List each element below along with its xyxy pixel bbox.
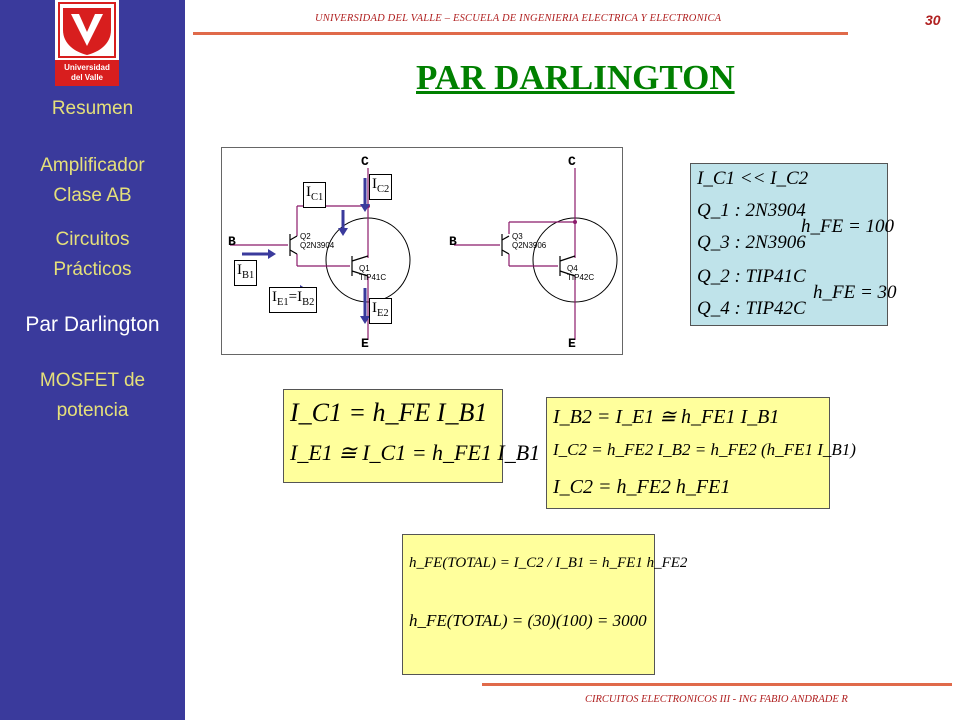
q3-label: Q3 Q2N3906 <box>512 232 546 250</box>
current-chain-box: I_B2 = I_E1 ≅ h_FE1 I_B1 I_C2 = h_FE2 I_… <box>546 397 856 509</box>
nav-item-label: Amplificador <box>40 155 145 176</box>
footer-text: CIRCUITOS ELECTRONICOS III - ING FABIO A… <box>585 694 848 705</box>
ie2-label: IE2 <box>369 298 392 324</box>
nav-item-label: Clase AB <box>53 185 132 206</box>
ic2-label: IC2 <box>369 174 393 200</box>
eq-ic1-ll-ic2: I_C1 << I_C2 <box>697 168 809 189</box>
q3-part: Q2N3906 <box>512 241 547 250</box>
page-number: 30 <box>925 12 941 28</box>
gain-equations-box: I_C1 = h_FE I_B1 I_E1 ≅ I_C1 = h_FE1 I_B… <box>283 389 540 483</box>
footer-rule <box>482 683 952 686</box>
eq-ic2-expanded: I_C2 = h_FE2 I_B2 = h_FE2 (h_FE1 I_B1) <box>553 440 856 459</box>
pnp-base-label: B <box>449 234 457 249</box>
eq-ib2: I_B2 = I_E1 ≅ h_FE1 I_B1 <box>553 406 780 428</box>
nav-item-mosfet-de-potencia[interactable]: MOSFET de potencia <box>0 369 185 423</box>
nav-item-resumen[interactable]: Resumen <box>0 97 185 121</box>
eq-hfe-total-value: h_FE(TOTAL) = (30)(100) = 3000 <box>409 611 647 630</box>
q2-part: Q2N3904 <box>300 241 335 250</box>
header-rule <box>193 32 848 35</box>
ie1-label: IE1=IB2 <box>269 287 318 313</box>
eq-q3: Q_3 : 2N3906 <box>697 232 806 253</box>
q4-part: TIP42C <box>567 273 595 282</box>
nav-item-label: Resumen <box>51 98 134 119</box>
npn-wiring <box>230 168 369 340</box>
pnp-transistors <box>501 234 576 277</box>
eq-ic1: I_C1 = h_FE I_B1 <box>290 398 488 427</box>
ic1-label: IC1 <box>303 182 327 208</box>
npn-collector-label: C <box>361 154 369 169</box>
total-gain-box: h_FE(TOTAL) = I_C2 / I_B1 = h_FE1 h_FE2 … <box>402 534 687 675</box>
q4-ref: Q4 <box>567 264 578 273</box>
nav-item-label: MOSFET de <box>39 370 146 391</box>
logo-text: Universidad del Valle <box>55 60 119 86</box>
eq-ic2: I_C2 = h_FE2 h_FE1 <box>553 476 731 498</box>
nav-item-label: Circuitos <box>55 229 130 250</box>
q4-label: Q4 TIP42C <box>567 264 594 282</box>
pnp-wiring <box>454 168 576 340</box>
header-institution: UNIVERSIDAD DEL VALLE – ESCUELA DE INGEN… <box>315 13 722 24</box>
npn-base-label: B <box>228 234 236 249</box>
university-logo: Universidad del Valle <box>55 0 119 86</box>
nav-item-label: Par Darlington <box>25 313 160 336</box>
q1-label: Q1 TIP41C <box>359 264 386 282</box>
nav-item-par-darlington[interactable]: Par Darlington <box>0 313 185 337</box>
q1-part: TIP41C <box>359 273 387 282</box>
logo-line-2: del Valle <box>70 73 104 82</box>
nav-item-amplificador-clase-ab[interactable]: Amplificador Clase AB <box>0 154 185 208</box>
eq-hfe-30: h_FE = 30 <box>813 282 897 303</box>
npn-emitter-label: E <box>361 336 369 351</box>
eq-q1: Q_1 : 2N3904 <box>697 200 806 221</box>
page-title: PAR DARLINGTON <box>416 58 735 97</box>
logo-line-1: Universidad <box>64 63 110 72</box>
eq-hfe-total-ratio: h_FE(TOTAL) = I_C2 / I_B1 = h_FE1 h_FE2 <box>409 555 688 571</box>
pnp-collector-label: C <box>568 154 576 169</box>
sidebar: Universidad del Valle Resumen Amplificad… <box>0 0 185 720</box>
circuit-schematic <box>230 168 618 340</box>
logo-shield-icon <box>58 2 116 58</box>
q1-ref: Q1 <box>359 264 370 273</box>
npn-transistors <box>289 234 369 277</box>
eq-ie1: I_E1 ≅ I_C1 = h_FE1 I_B1 <box>290 440 541 465</box>
q3-ref: Q3 <box>512 232 523 241</box>
eq-hfe-100: h_FE = 100 <box>801 216 895 237</box>
ib1-label: IB1 <box>234 260 258 286</box>
q2-ref: Q2 <box>300 232 311 241</box>
eq-q4: Q_4 : TIP42C <box>697 298 806 319</box>
pnp-emitter-label: E <box>568 336 576 351</box>
darlington-circuit-diagram: C B E Q2 Q2N3904 Q1 TIP41C C B E Q3 Q2N3… <box>221 147 623 355</box>
eq-q2: Q_2 : TIP41C <box>697 266 806 287</box>
nav-item-label: potencia <box>56 400 129 421</box>
q2-label: Q2 Q2N3904 <box>300 232 334 250</box>
nav-item-label: Prácticos <box>53 259 132 280</box>
transistor-parameters-box: I_C1 << I_C2 Q_1 : 2N3904 Q_3 : 2N3906 h… <box>690 163 897 326</box>
nav-item-circuitos-practicos[interactable]: Circuitos Prácticos <box>0 228 185 282</box>
